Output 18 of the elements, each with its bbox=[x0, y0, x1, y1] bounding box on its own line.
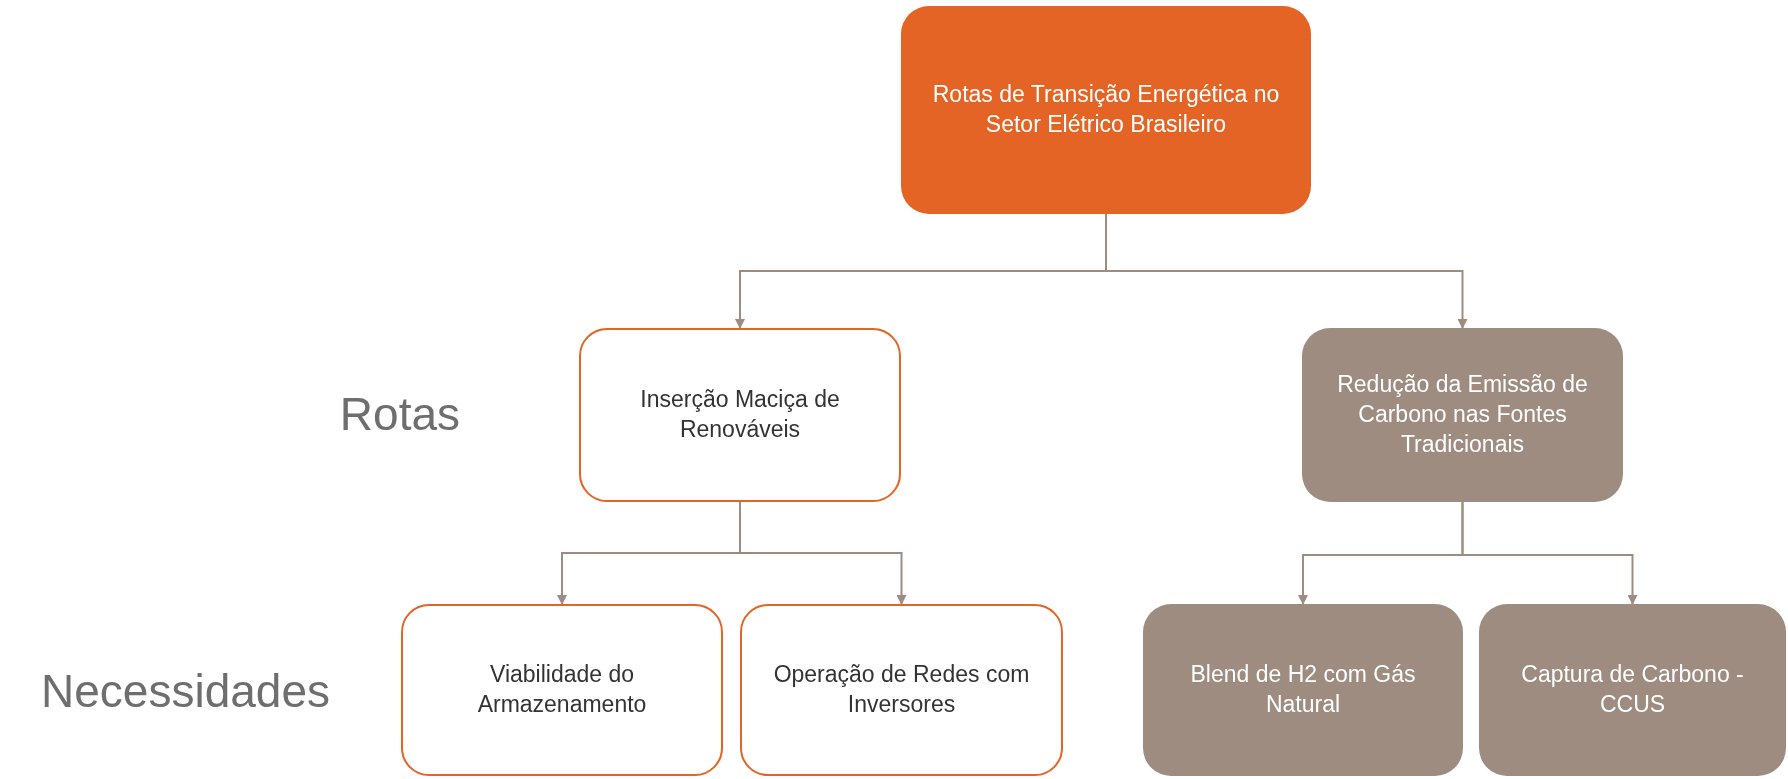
box-text: Blend de H2 com Gás Natural bbox=[1189, 660, 1417, 719]
box-text: Captura de Carbono - CCUS bbox=[1520, 660, 1745, 719]
box-text: Operação de Redes com Inversores bbox=[772, 660, 1031, 719]
process-box bbox=[401, 604, 723, 776]
process-box bbox=[901, 6, 1311, 214]
process-box bbox=[1143, 604, 1463, 776]
process-box bbox=[1302, 328, 1623, 502]
box-text: Rotas de Transição Energética no Setor Elétrico Brasileiro bbox=[931, 80, 1281, 139]
box-text: Redução da Emissão de Carbono nas Fontes Tradicionais bbox=[1336, 370, 1589, 459]
process-box bbox=[740, 604, 1063, 776]
arrow bbox=[739, 501, 907, 605]
process-box bbox=[1479, 604, 1786, 776]
row-label: Rotas bbox=[338, 387, 460, 442]
row-label: Necessidades bbox=[40, 664, 330, 719]
box-text: Viabilidade do Armazenamento bbox=[476, 660, 648, 719]
box-text: Inserção Maciça de Renováveis bbox=[639, 385, 841, 444]
arrow bbox=[1461, 501, 1638, 605]
process-box bbox=[579, 328, 901, 502]
